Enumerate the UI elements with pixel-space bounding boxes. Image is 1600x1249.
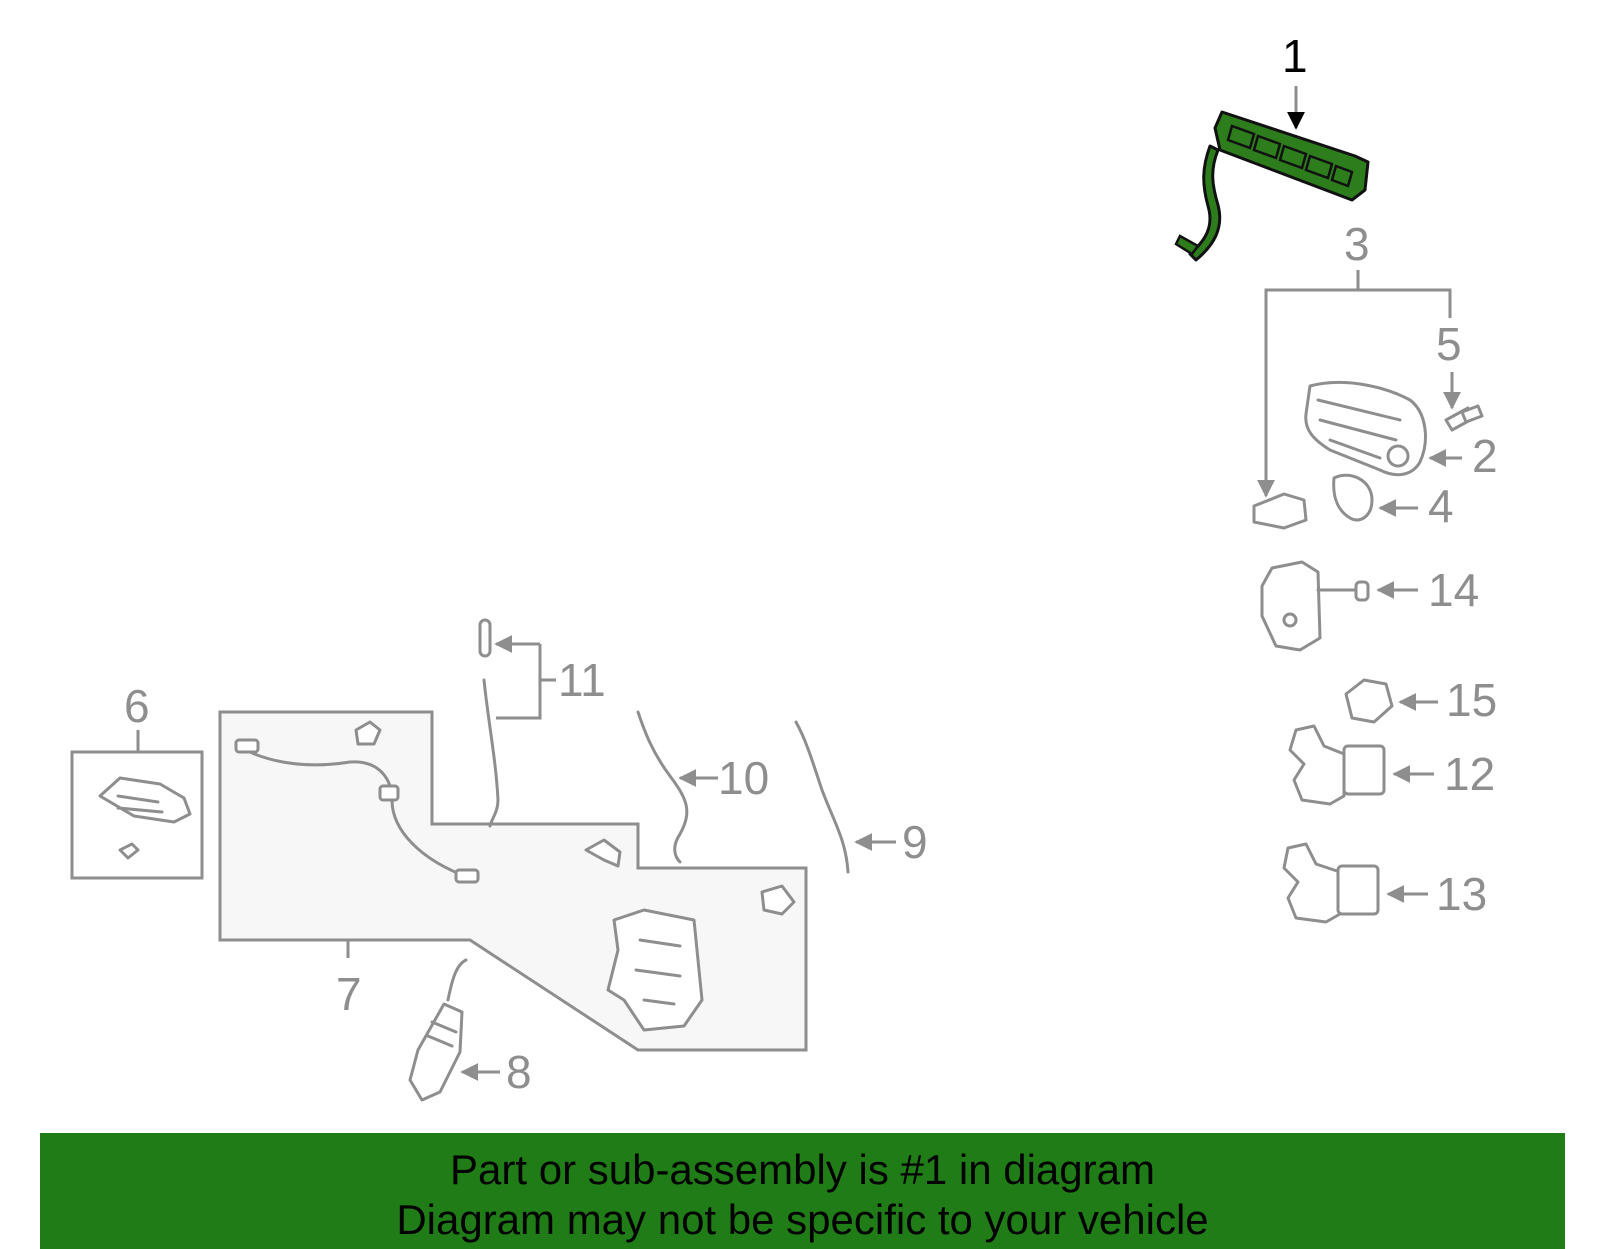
callout-9: 9 xyxy=(902,816,928,868)
callout-11: 11 xyxy=(558,654,606,706)
part-14-door-check[interactable] xyxy=(1260,560,1370,652)
callout-14: 14 xyxy=(1428,564,1479,616)
callout-13: 13 xyxy=(1436,868,1487,920)
callout-1: 1 xyxy=(1282,30,1308,82)
part-7-cable[interactable] xyxy=(234,720,480,884)
part-5-key[interactable] xyxy=(1444,404,1484,432)
banner-line-2: Diagram may not be specific to your vehi… xyxy=(396,1196,1209,1243)
part-11-grommet[interactable] xyxy=(478,618,492,658)
banner-line-1: Part or sub-assembly is #1 in diagram xyxy=(450,1146,1155,1193)
part-15-bumper[interactable] xyxy=(1344,678,1394,724)
callout-7: 7 xyxy=(336,968,362,1020)
callout-5: 5 xyxy=(1436,318,1462,370)
part-1-keypad[interactable] xyxy=(1174,110,1370,262)
callout-6: 6 xyxy=(124,680,150,732)
part-6-inside-handle[interactable] xyxy=(98,776,192,860)
info-banner: Part or sub-assembly is #1 in diagram Di… xyxy=(40,1133,1565,1249)
callout-2: 2 xyxy=(1472,430,1498,482)
part-9-rod[interactable] xyxy=(794,720,850,874)
part-2-outside-handle[interactable] xyxy=(1304,380,1427,477)
part-8-lock-actuator[interactable] xyxy=(408,958,468,1102)
callout-4: 4 xyxy=(1428,480,1454,532)
part-10-rod[interactable] xyxy=(636,710,689,864)
callout-10: 10 xyxy=(718,752,769,804)
part-7-clip[interactable] xyxy=(584,838,622,868)
part-13-hinge[interactable] xyxy=(1282,842,1380,924)
part-12-hinge[interactable] xyxy=(1288,724,1386,806)
part-7-switch[interactable] xyxy=(760,884,796,916)
part-3-lock-piece[interactable] xyxy=(1252,492,1308,530)
part-4-seal[interactable] xyxy=(1332,473,1374,522)
callout-15: 15 xyxy=(1446,674,1497,726)
part-7-latch[interactable] xyxy=(606,908,704,1032)
callout-12: 12 xyxy=(1444,748,1495,800)
callout-3: 3 xyxy=(1344,218,1370,270)
callout-8: 8 xyxy=(506,1046,532,1098)
part-11-rod[interactable] xyxy=(482,678,500,828)
